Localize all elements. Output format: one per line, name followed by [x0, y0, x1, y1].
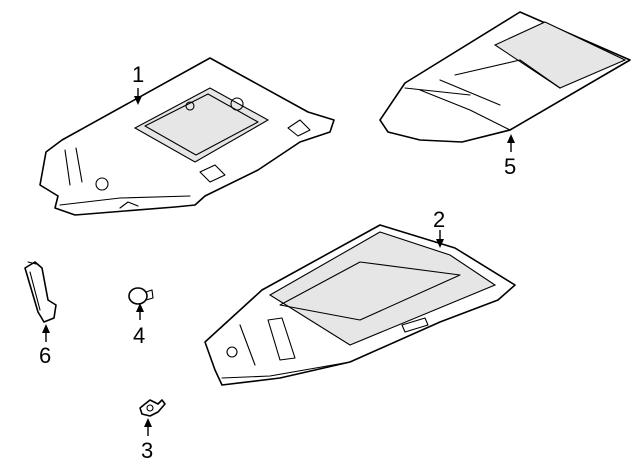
part-6-bracket: [24, 261, 57, 323]
callout-4: 4: [133, 323, 145, 348]
leader-3: [144, 418, 152, 436]
part-3-clip: [139, 399, 166, 417]
callout-1: 1: [132, 62, 144, 87]
callout-6: 6: [39, 343, 51, 368]
leader-5: [507, 134, 515, 152]
leader-4: [136, 303, 144, 320]
leader-1: [134, 88, 142, 105]
part-4-grommet: [128, 287, 154, 305]
leader-2: [436, 230, 444, 248]
part-5-right-panel: [379, 11, 631, 143]
leader-6: [42, 324, 50, 342]
part-1-upper-cover: [39, 57, 335, 216]
part-2-lower-tray: [204, 224, 516, 386]
callout-5: 5: [504, 154, 516, 179]
callout-3: 3: [141, 438, 153, 463]
callout-2: 2: [433, 207, 445, 232]
